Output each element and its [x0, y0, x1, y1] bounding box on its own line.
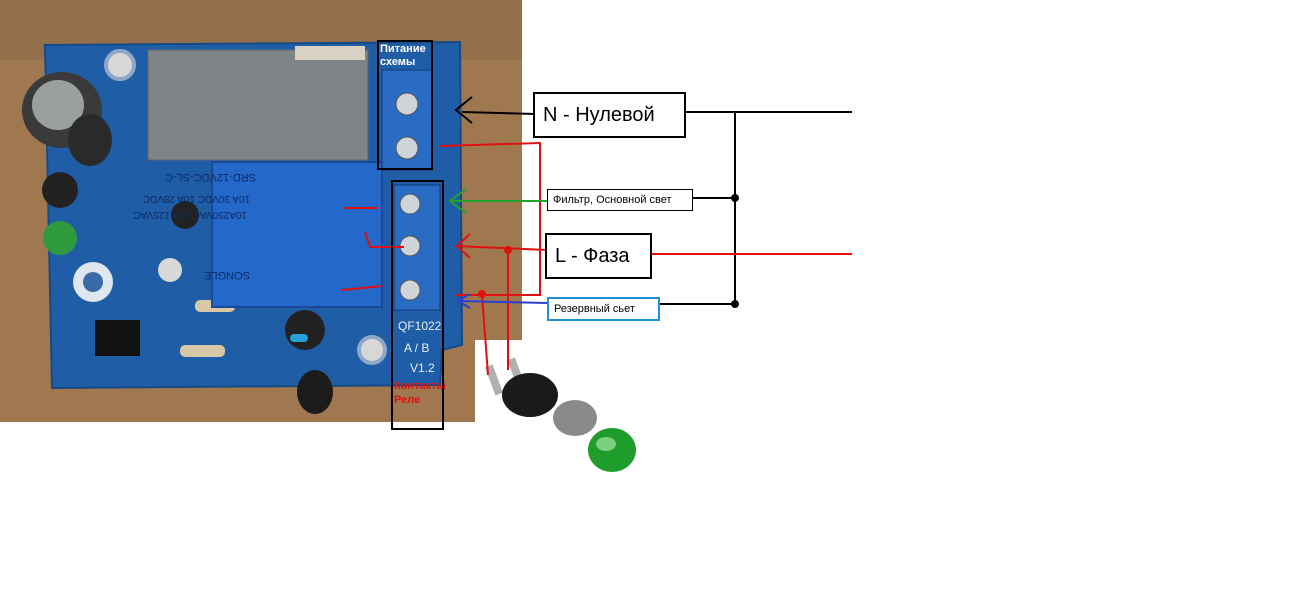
- relay-contacts-frame: [391, 180, 444, 430]
- phase-label: L - Фаза: [545, 233, 652, 279]
- neutral-wire: [454, 96, 852, 308]
- neutral-label: N - Нулевой: [533, 92, 686, 138]
- board-code-text: QF1022: [398, 319, 442, 333]
- board-ab-text: A / B: [404, 341, 429, 355]
- phase-wire: [341, 141, 852, 376]
- relay-ratings-text: 10A 30VDC 10A 28VDC: [143, 193, 250, 204]
- relay-brand-text: SONGLE: [204, 269, 250, 281]
- push-button-image: [475, 340, 650, 490]
- power-label: Питание схемы: [380, 43, 426, 68]
- relay-contacts-label: Контакты Реле: [394, 380, 446, 406]
- backup-light-label: Резервный сьет: [547, 297, 660, 321]
- board-version-text: V1.2: [410, 361, 435, 375]
- relay-ratings-text-2: 10A250VAC 10A 125VAC: [133, 209, 247, 220]
- power-terminal-frame: [377, 40, 433, 170]
- relay-model-text: SRD-12VDC-SL-C: [165, 171, 256, 183]
- relay-module-board: SRD-12VDC-SL-C 10A 30VDC 10A 28VDC 10A25…: [22, 40, 464, 414]
- filter-wire: [448, 188, 548, 214]
- filter-main-light-label: Фильтр, Основной свет: [547, 189, 693, 211]
- backup-wire: [456, 293, 548, 309]
